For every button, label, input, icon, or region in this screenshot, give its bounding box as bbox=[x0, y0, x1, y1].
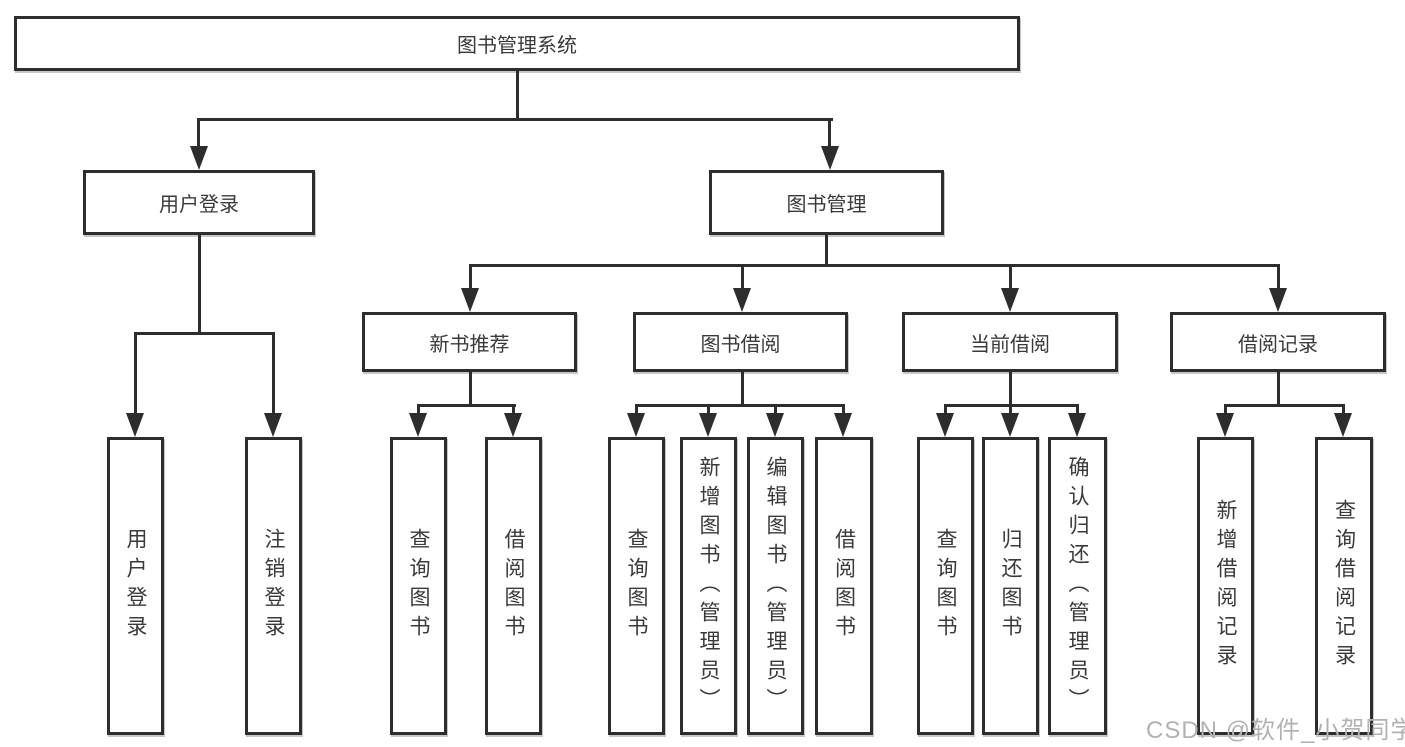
arrowhead bbox=[190, 146, 208, 170]
leaf-query-books-recommend: 查询图书 bbox=[390, 437, 447, 735]
connector-vline bbox=[1277, 264, 1280, 290]
arrowhead bbox=[504, 413, 522, 437]
leaf-edit-books-admin: 编辑图书（管理员） bbox=[747, 437, 804, 735]
arrowhead bbox=[1068, 413, 1086, 437]
arrowhead bbox=[264, 413, 282, 437]
arrowhead bbox=[1334, 413, 1352, 437]
connector-vline bbox=[741, 264, 744, 290]
arrowhead bbox=[1001, 288, 1019, 312]
leaf-query-borrow-record: 查询借阅记录 bbox=[1315, 437, 1373, 735]
arrowhead bbox=[699, 413, 717, 437]
connector-hline bbox=[469, 264, 1280, 267]
arrowhead bbox=[821, 146, 839, 170]
connector-vline bbox=[741, 372, 744, 407]
connector-vline bbox=[1342, 404, 1345, 416]
connector-vline bbox=[707, 404, 710, 416]
connector-vline bbox=[1277, 372, 1280, 407]
connector-vline bbox=[1224, 404, 1227, 416]
arrowhead bbox=[766, 413, 784, 437]
connector-vline bbox=[1076, 404, 1079, 416]
node-book-management-system: 图书管理系统 bbox=[14, 16, 1020, 71]
leaf-logout-login: 注销登录 bbox=[245, 437, 302, 735]
arrowhead bbox=[1216, 413, 1234, 437]
leaf-borrow-books-recommend: 借阅图书 bbox=[485, 437, 542, 735]
connector-hline bbox=[134, 332, 275, 335]
leaf-add-books-admin: 新增图书（管理员） bbox=[680, 437, 737, 735]
connector-vline bbox=[1009, 372, 1012, 407]
connector-vline bbox=[469, 264, 472, 290]
csdn-watermark: CSDN @软件_小贺同学 bbox=[1146, 717, 1405, 744]
arrowhead bbox=[409, 413, 427, 437]
connector-vline bbox=[1009, 264, 1012, 290]
connector-vline bbox=[197, 118, 200, 148]
arrowhead bbox=[461, 288, 479, 312]
connector-vline bbox=[417, 404, 420, 416]
connector-vline bbox=[828, 118, 831, 148]
node-book-borrowing: 图书借阅 bbox=[633, 312, 848, 372]
connector-vline bbox=[774, 404, 777, 416]
connector-vline bbox=[512, 404, 515, 416]
connector-vline bbox=[272, 332, 275, 415]
leaf-borrow-books-borrowing: 借阅图书 bbox=[815, 437, 873, 735]
node-user-login: 用户登录 bbox=[83, 170, 315, 235]
connector-vline bbox=[842, 404, 845, 416]
connector-vline bbox=[134, 332, 137, 415]
connector-vline bbox=[198, 235, 201, 335]
connector-vline bbox=[635, 404, 638, 416]
connector-vline bbox=[1009, 404, 1012, 416]
arrowhead bbox=[1001, 413, 1019, 437]
connector-vline bbox=[944, 404, 947, 416]
connector-vline bbox=[469, 372, 472, 407]
arrowhead bbox=[1269, 288, 1287, 312]
arrowhead bbox=[733, 288, 751, 312]
arrowhead bbox=[936, 413, 954, 437]
leaf-confirm-return-admin: 确认归还（管理员） bbox=[1048, 437, 1107, 735]
leaf-query-books-borrowing: 查询图书 bbox=[608, 437, 665, 735]
connector-vline bbox=[825, 235, 828, 267]
node-borrowing-records: 借阅记录 bbox=[1170, 312, 1386, 372]
node-current-borrowing: 当前借阅 bbox=[902, 312, 1118, 372]
leaf-add-borrow-record: 新增借阅记录 bbox=[1197, 437, 1254, 735]
node-book-management: 图书管理 bbox=[709, 170, 944, 235]
leaf-query-books-current: 查询图书 bbox=[917, 437, 974, 735]
connector-vline bbox=[516, 71, 519, 120]
arrowhead bbox=[834, 413, 852, 437]
node-new-book-recommend: 新书推荐 bbox=[362, 312, 577, 372]
arrowhead bbox=[126, 413, 144, 437]
leaf-return-books: 归还图书 bbox=[982, 437, 1039, 735]
connector-hline bbox=[635, 404, 845, 407]
arrowhead bbox=[627, 413, 645, 437]
connector-hline bbox=[417, 404, 516, 407]
connector-hline bbox=[197, 118, 833, 121]
leaf-user-login: 用户登录 bbox=[107, 437, 164, 735]
connector-hline bbox=[1224, 404, 1345, 407]
